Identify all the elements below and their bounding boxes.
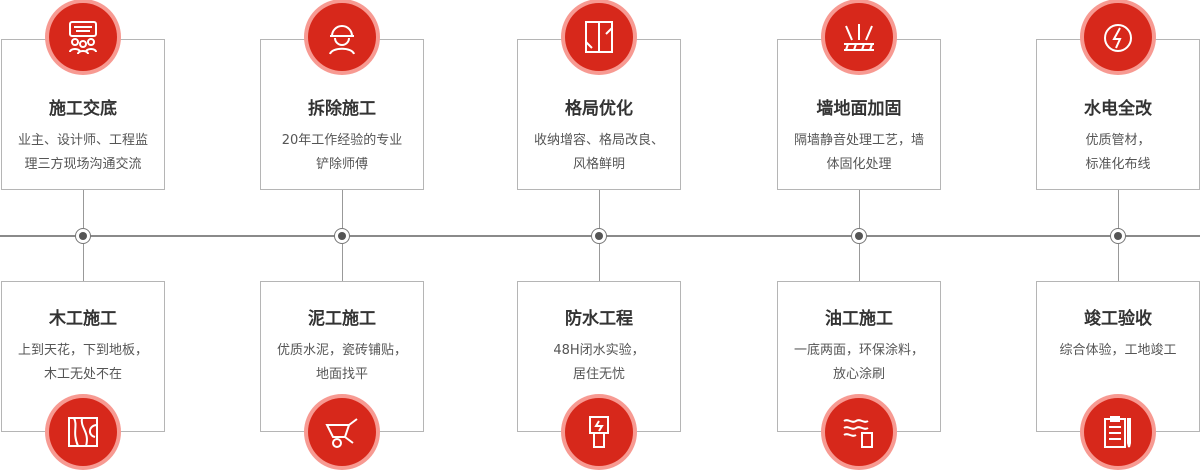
step-icon-badge [304,394,380,470]
connector-line [83,190,84,228]
step-icon-badge [45,394,121,470]
step-title: 施工交底 [49,99,117,119]
description-line: 20年工作经验的专业 [281,133,403,148]
step-description: 48H闭水实验， 居住无忧 [518,339,680,387]
description-line: 一底两面，环保涂料， [793,343,924,358]
description-line: 铲除师傅 [315,157,368,172]
description-line: 优质管材， [1085,133,1151,148]
connector-line [599,190,600,228]
description-line: 上到天花，下到地板， [17,343,148,358]
description-line: 业主、设计师、工程监 [17,133,148,148]
step-description: 优质管材， 标准化布线 [1037,129,1199,177]
water-electric-icon [1104,24,1132,52]
step-title: 拆除施工 [308,99,376,119]
checklist-icon [1104,416,1131,448]
step-icon-badge [561,0,637,75]
paint-roller-icon [843,419,873,448]
description-line: 风格鲜明 [572,157,625,172]
step-description: 优质水泥，瓷砖铺贴， 地面找平 [261,339,423,387]
description-line: 收纳增容、格局改良、 [533,133,664,148]
step-card: 拆除施工 20年工作经验的专业铲除师傅 [260,39,424,190]
step-title: 防水工程 [565,309,633,329]
connector-line [859,190,860,228]
step-title: 油工施工 [825,309,893,329]
description-line: 标准化布线 [1085,157,1151,172]
wheelbarrow-icon [325,418,358,448]
description-line: 木工无处不在 [43,367,122,382]
step-icon-badge [1080,0,1156,75]
step-title: 竣工验收 [1084,309,1152,329]
description-line: 综合体验，工地竣工 [1059,343,1177,358]
wood-grain-icon [68,417,98,447]
timeline-node [591,228,607,244]
description-line: 48H闭水实验， [553,343,645,358]
step-icon-badge [561,394,637,470]
step-description: 一底两面，环保涂料， 放心涂刷 [778,339,940,387]
description-line: 优质水泥，瓷砖铺贴， [276,343,407,358]
step-title: 墙地面加固 [816,99,902,119]
step-icon-badge [45,0,121,75]
connector-line [1118,190,1119,228]
worker-helmet-icon [329,25,355,55]
step-description: 收纳增容、格局改良、风格鲜明 [518,129,680,177]
connector-line [83,244,84,281]
step-icon-badge [1080,394,1156,470]
connector-line [342,244,343,281]
step-description: 综合体验，工地竣工 [1037,339,1199,363]
timeline-node [851,228,867,244]
description-line: 居住无忧 [572,367,625,382]
connector-line [1118,244,1119,281]
step-description: 20年工作经验的专业铲除师傅 [261,129,423,177]
step-title: 木工施工 [49,309,117,329]
connector-line [859,244,860,281]
step-description: 隔墙静音处理工艺，墙体固化处理 [778,129,940,177]
meeting-icon [69,21,97,55]
description-line: 隔墙静音处理工艺，墙 [793,133,924,148]
wall-reinforce-icon [844,24,874,51]
description-line: 体固化处理 [826,157,892,172]
description-line: 地面找平 [315,367,368,382]
step-title: 格局优化 [565,99,633,119]
step-description: 上到天花，下到地板， 木工无处不在 [2,339,164,387]
timeline-node [334,228,350,244]
connector-line [599,244,600,281]
timeline-node [1110,228,1126,244]
connector-line [342,190,343,228]
step-description: 业主、设计师、工程监理三方现场沟通交流 [2,129,164,177]
description-line: 放心涂刷 [832,367,885,382]
timeline-node [75,228,91,244]
description-line: 理三方现场沟通交流 [24,157,142,172]
step-title: 水电全改 [1084,99,1152,119]
door-layout-icon [585,21,613,53]
step-card: 施工交底业主、设计师、工程监理三方现场沟通交流 [1,39,165,190]
step-icon-badge [821,0,897,75]
waterproof-icon [589,416,609,448]
step-title: 泥工施工 [308,309,376,329]
step-icon-badge [304,0,380,75]
step-icon-badge [821,394,897,470]
